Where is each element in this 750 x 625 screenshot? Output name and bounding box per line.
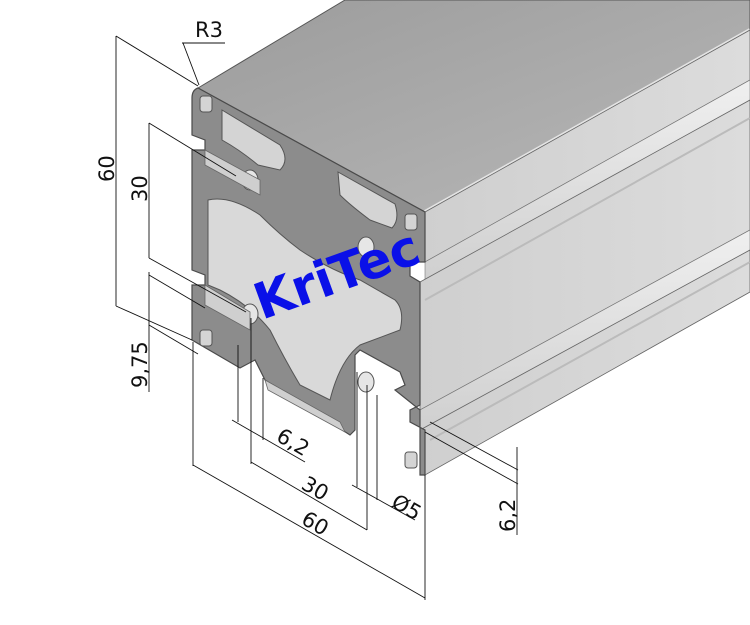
- slot-channel-bottom: [264, 379, 346, 433]
- bore-2: [357, 236, 375, 258]
- slot-channel-left-lower: [204, 284, 251, 331]
- dimension-lines: [115, 35, 519, 600]
- dim-height-half: 30: [128, 175, 152, 202]
- center-cavity: [207, 198, 403, 401]
- corner-pocket-bl: [199, 329, 213, 347]
- dim-height-total: 60: [95, 155, 119, 182]
- corner-pocket-br: [404, 451, 418, 469]
- groove-upper: [424, 79, 750, 283]
- bore-4: [357, 371, 375, 393]
- upper-left-cavity: [221, 109, 286, 171]
- dim-slot-width-side: 6,2: [496, 499, 520, 532]
- extrusion-body: [196, 0, 750, 476]
- corner-pocket-tr: [404, 213, 418, 231]
- dim-corner-radius: R3: [195, 18, 223, 42]
- dim-bore-diameter: Ø5: [388, 490, 426, 526]
- upper-right-cavity: [337, 171, 398, 229]
- dim-width-half: 30: [298, 472, 333, 506]
- slot-channel-left-upper: [204, 149, 261, 196]
- corner-pocket-tl: [199, 95, 213, 113]
- dim-slot-width: 6,2: [273, 424, 314, 461]
- cross-section: [191, 87, 426, 476]
- dim-width-total: 60: [298, 507, 333, 541]
- dim-slot-offset: 9,75: [128, 341, 152, 388]
